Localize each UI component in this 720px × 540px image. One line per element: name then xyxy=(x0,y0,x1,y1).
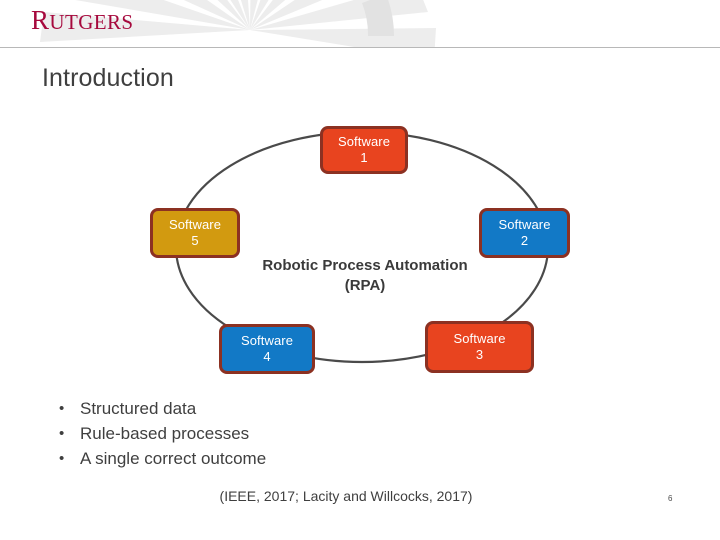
center-label-line1: Robotic Process Automation xyxy=(262,257,468,274)
diagram-node-software-2[interactable]: Software 2 xyxy=(479,208,570,258)
node-label-line2: 5 xyxy=(191,233,199,248)
header-divider xyxy=(0,47,720,48)
diagram-node-software-5[interactable]: Software 5 xyxy=(150,208,240,258)
slide-number: 6 xyxy=(668,494,673,503)
node-label-line2: 1 xyxy=(360,150,368,165)
bullet-list: • Structured data • Rule-based processes… xyxy=(52,396,502,471)
node-label-line1: Software xyxy=(337,134,391,149)
list-item: • Rule-based processes xyxy=(52,421,502,446)
page-title: Introduction xyxy=(42,64,174,92)
slide-header: RUTGERS xyxy=(0,0,720,48)
node-label-line2: 2 xyxy=(520,233,529,248)
list-item: • A single correct outcome xyxy=(52,446,502,471)
node-label-line1: Software xyxy=(498,217,551,232)
citation-text: (IEEE, 2017; Lacity and Willcocks, 2017) xyxy=(219,488,473,504)
bullet-icon: • xyxy=(59,400,65,417)
list-item-label: A single correct outcome xyxy=(80,449,267,468)
diagram-node-software-4[interactable]: Software 4 xyxy=(219,324,315,374)
bullet-icon: • xyxy=(59,425,65,442)
node-label-line1: Software xyxy=(168,217,222,232)
rpa-cycle-diagram: Software 1 Software 2 Software 3 Softwar… xyxy=(0,108,720,393)
list-item-label: Rule-based processes xyxy=(80,424,250,443)
node-label-line2: 3 xyxy=(475,347,484,362)
node-label-line1: Software xyxy=(453,331,506,346)
list-item-label: Structured data xyxy=(80,399,197,418)
rutgers-logo: RUTGERS xyxy=(31,7,134,34)
node-label-line2: 4 xyxy=(263,349,271,364)
diagram-node-software-3[interactable]: Software 3 xyxy=(425,321,534,373)
rutgers-logo-text: RUTGERS xyxy=(31,5,134,35)
list-item: • Structured data xyxy=(52,396,502,421)
bullet-icon: • xyxy=(59,450,65,467)
diagram-center-label: Robotic Process Automation (RPA) xyxy=(220,256,510,296)
diagram-node-software-1[interactable]: Software 1 xyxy=(320,126,408,174)
node-label-line1: Software xyxy=(240,333,294,348)
center-label-line2: (RPA) xyxy=(344,277,386,294)
